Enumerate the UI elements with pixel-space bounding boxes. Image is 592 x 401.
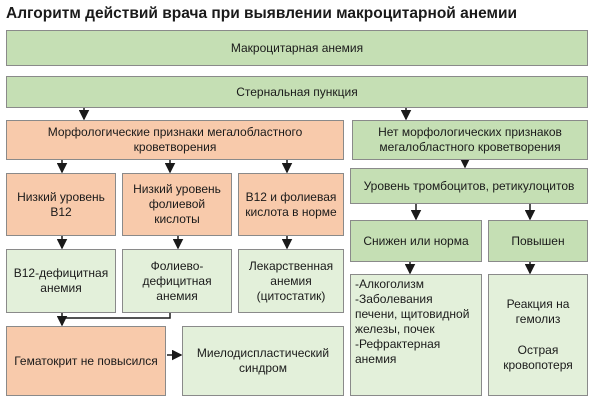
node-no-morph-signs: Нет морфологических признаков мегалоблас…: [352, 120, 588, 160]
node-hemolysis-bleeding: Реакция на гемолиз Острая кровопотеря: [488, 274, 588, 396]
bleeding-label: Острая кровопотеря: [503, 343, 573, 372]
node-sternal-puncture: Стернальная пункция: [6, 76, 588, 108]
node-elevated: Повышен: [488, 220, 588, 262]
node-mds: Миелодиспластический синдром: [182, 326, 344, 396]
node-low-or-normal: Снижен или норма: [350, 220, 482, 262]
connector-folate-to-hct: [62, 313, 171, 319]
node-folate-deficient-anemia: Фолиево-дефицитная анемия: [122, 249, 232, 313]
cause-alcoholism: -Алкоголизм: [355, 277, 425, 291]
node-drug-anemia: Лекарственная анемия (цитостатик): [238, 249, 344, 313]
node-normal-levels: B12 и фолиевая кислота в норме: [238, 173, 344, 236]
cause-organ-disease: -Заболевания печени, щитовидной железы, …: [355, 292, 470, 336]
node-low-b12: Низкий уровень B12: [6, 173, 116, 236]
node-b12-deficient-anemia: B12-дефицитная анемия: [6, 249, 116, 313]
cause-refractory-anemia: -Рефрактерная анемия: [355, 337, 441, 366]
node-platelets-reticulocytes: Уровень тромбоцитов, ретикулоцитов: [350, 168, 588, 204]
node-macrocytic-anemia: Макроцитарная анемия: [6, 30, 588, 66]
hemolysis-label: Реакция на гемолиз: [506, 297, 570, 326]
node-hematocrit-not-increased: Гематокрит не повысился: [6, 326, 166, 396]
page-title: Алгоритм действий врача при выявлении ма…: [6, 5, 518, 22]
node-causes-list: -Алкоголизм -Заболевания печени, щитовид…: [350, 274, 482, 396]
node-low-folate: Низкий уровень фолиевой кислоты: [122, 173, 232, 236]
node-morph-signs: Морфологические признаки мегалобластного…: [6, 120, 344, 160]
